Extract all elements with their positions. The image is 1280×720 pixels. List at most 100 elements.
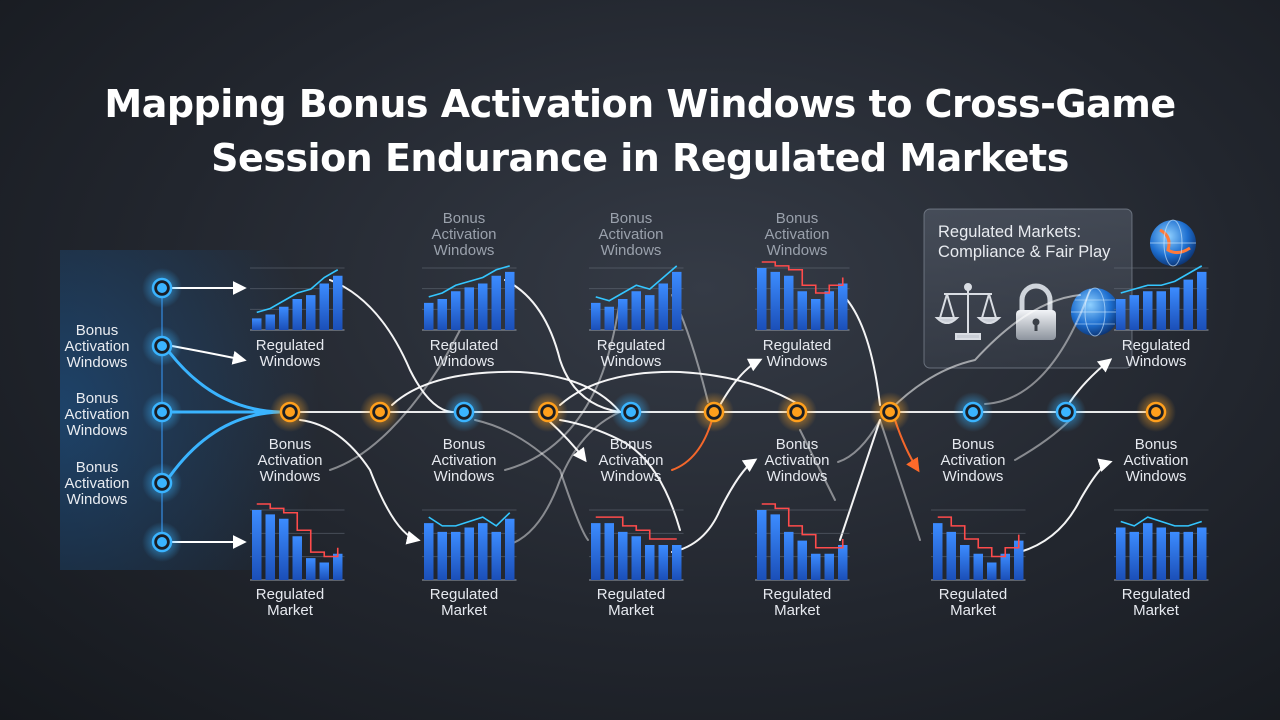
- chart-bar: [824, 553, 834, 580]
- chart-bar: [618, 299, 628, 330]
- flow-link: [839, 419, 881, 541]
- diagram-title: Mapping Bonus Activation Windows to Cros…: [0, 77, 1280, 185]
- regulation-panel-line-1: Regulated Markets:: [938, 223, 1081, 241]
- flow-link: [391, 370, 621, 413]
- bar-charts: [250, 261, 1209, 581]
- flow-link: [504, 299, 621, 471]
- flow-link: [559, 419, 681, 531]
- chart-bar: [797, 291, 807, 330]
- chart-bar: [292, 299, 302, 330]
- orange-node: [528, 392, 568, 432]
- blue-node: [611, 392, 651, 432]
- chart-bar: [279, 306, 289, 330]
- chart-bar: [631, 291, 641, 330]
- chart-bar: [478, 523, 488, 580]
- chart-bar: [1116, 527, 1126, 580]
- chart-bar: [645, 295, 655, 330]
- chart-bar: [451, 291, 461, 330]
- chart-bar: [658, 545, 668, 580]
- chart-bar: [1000, 553, 1010, 580]
- chart-bar: [424, 302, 434, 330]
- chart-trend-line: [256, 269, 339, 314]
- blue-node: [444, 392, 484, 432]
- chart-bar: [618, 531, 628, 580]
- chart-bar: [987, 562, 997, 580]
- upper-chart-2: [422, 265, 517, 331]
- title-line-1: Mapping Bonus Activation Windows to Cros…: [104, 82, 1176, 127]
- orange-node: [270, 392, 310, 432]
- orange-node: [360, 392, 400, 432]
- chart-bar: [604, 306, 614, 330]
- chart-bar: [1197, 527, 1207, 580]
- chart-bar: [1183, 279, 1193, 330]
- blue-node: [142, 522, 182, 562]
- lower-chart-2: [422, 509, 517, 581]
- regulation-panel: Regulated Markets: Compliance & Fair Pla…: [923, 208, 1133, 369]
- chart-bar: [645, 545, 655, 580]
- flow-link: [671, 458, 758, 553]
- chart-bar: [319, 283, 329, 330]
- chart-trend-line: [1120, 516, 1202, 527]
- chart-bar: [591, 302, 601, 330]
- chart-bar: [946, 531, 956, 580]
- chart-trend-line: [761, 261, 844, 294]
- blue-node: [142, 326, 182, 366]
- blue-node: [142, 463, 182, 503]
- chart-bar: [838, 545, 848, 580]
- flow-link: [504, 279, 621, 413]
- chart-bar: [838, 283, 848, 330]
- chart-bar: [306, 295, 316, 330]
- flow-link: [799, 429, 836, 501]
- chart-bar: [1156, 291, 1166, 330]
- chart-bar: [279, 518, 289, 580]
- upper-chart-5: [1114, 265, 1209, 331]
- flow-link: [1019, 458, 1113, 553]
- flow-link: [889, 294, 1081, 411]
- corner-globe-icon: [1150, 219, 1196, 267]
- chart-trend-line: [1120, 265, 1203, 294]
- lower-chart-5: [931, 509, 1026, 581]
- upper-chart-3: [589, 265, 684, 331]
- chart-bar: [265, 314, 275, 330]
- flow-link: [474, 419, 589, 541]
- blue-node: [142, 268, 182, 308]
- chart-bar: [757, 268, 767, 330]
- chart-bar: [784, 275, 794, 330]
- chart-bar: [333, 553, 343, 580]
- chart-bar: [1170, 531, 1180, 580]
- title-line-2: Session Endurance in Regulated Markets: [211, 136, 1069, 181]
- orange-node: [870, 392, 910, 432]
- chart-bar: [464, 287, 474, 330]
- chart-bar: [672, 271, 682, 330]
- chart-bar: [437, 531, 447, 580]
- chart-bar: [292, 536, 302, 580]
- chart-bar: [757, 510, 767, 580]
- chart-trend-line: [256, 503, 339, 558]
- chart-bar: [811, 553, 821, 580]
- chart-bar: [973, 553, 983, 580]
- flow-nodes: [142, 268, 1176, 562]
- chart-bar: [333, 275, 343, 330]
- chart-bar: [658, 283, 668, 330]
- chart-bar: [1143, 523, 1153, 580]
- chart-bar: [672, 545, 682, 580]
- lower-chart-1: [250, 503, 345, 581]
- chart-bar: [1170, 287, 1180, 330]
- flow-link: [329, 279, 453, 413]
- chart-bar: [933, 523, 943, 580]
- chart-bar: [464, 527, 474, 580]
